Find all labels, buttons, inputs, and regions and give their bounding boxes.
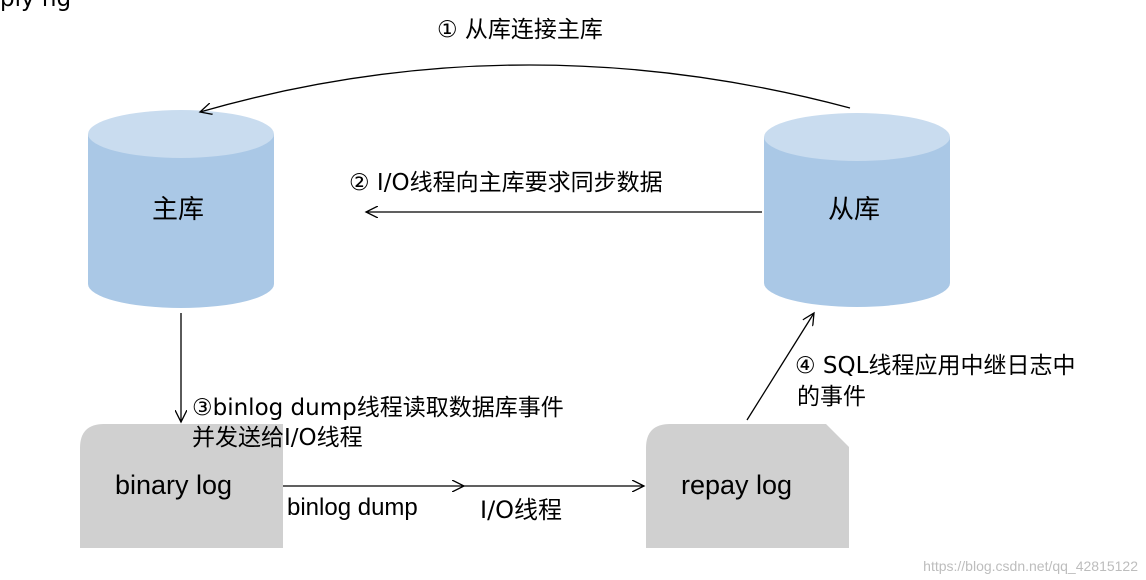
master-db-label: 主库 bbox=[152, 195, 205, 225]
binary-log-box bbox=[80, 424, 283, 548]
watermark: https://blog.csdn.net/qq_42815122 bbox=[923, 558, 1138, 574]
master-db-cylinder bbox=[88, 110, 274, 308]
clipped-header-text: ply ng bbox=[0, 0, 71, 12]
arrow-slave-connects-master bbox=[200, 64, 851, 112]
step4-caption-line2: 的事件 bbox=[797, 384, 866, 410]
step3-caption-line1: ③binlog dump线程读取数据库事件 bbox=[192, 395, 564, 421]
arrow-sql-thread bbox=[746, 313, 814, 421]
step4-caption-line1: ④ SQL线程应用中继日志中 bbox=[795, 353, 1076, 379]
step3-caption-line2: 并发送给I/O线程 bbox=[192, 425, 363, 451]
binary-log-label: binary log bbox=[115, 470, 233, 500]
binlog-dump-edge-label: binlog dump bbox=[287, 494, 418, 521]
slave-db-label: 从库 bbox=[828, 195, 881, 225]
relay-log-box bbox=[646, 424, 849, 548]
slave-db-cylinder bbox=[764, 113, 950, 307]
relay-log-label: repay log bbox=[681, 470, 793, 500]
step1-caption: ① 从库连接主库 bbox=[437, 17, 603, 43]
io-thread-edge-label: I/O线程 bbox=[480, 496, 563, 524]
step2-caption: ② I/O线程向主库要求同步数据 bbox=[349, 170, 663, 196]
